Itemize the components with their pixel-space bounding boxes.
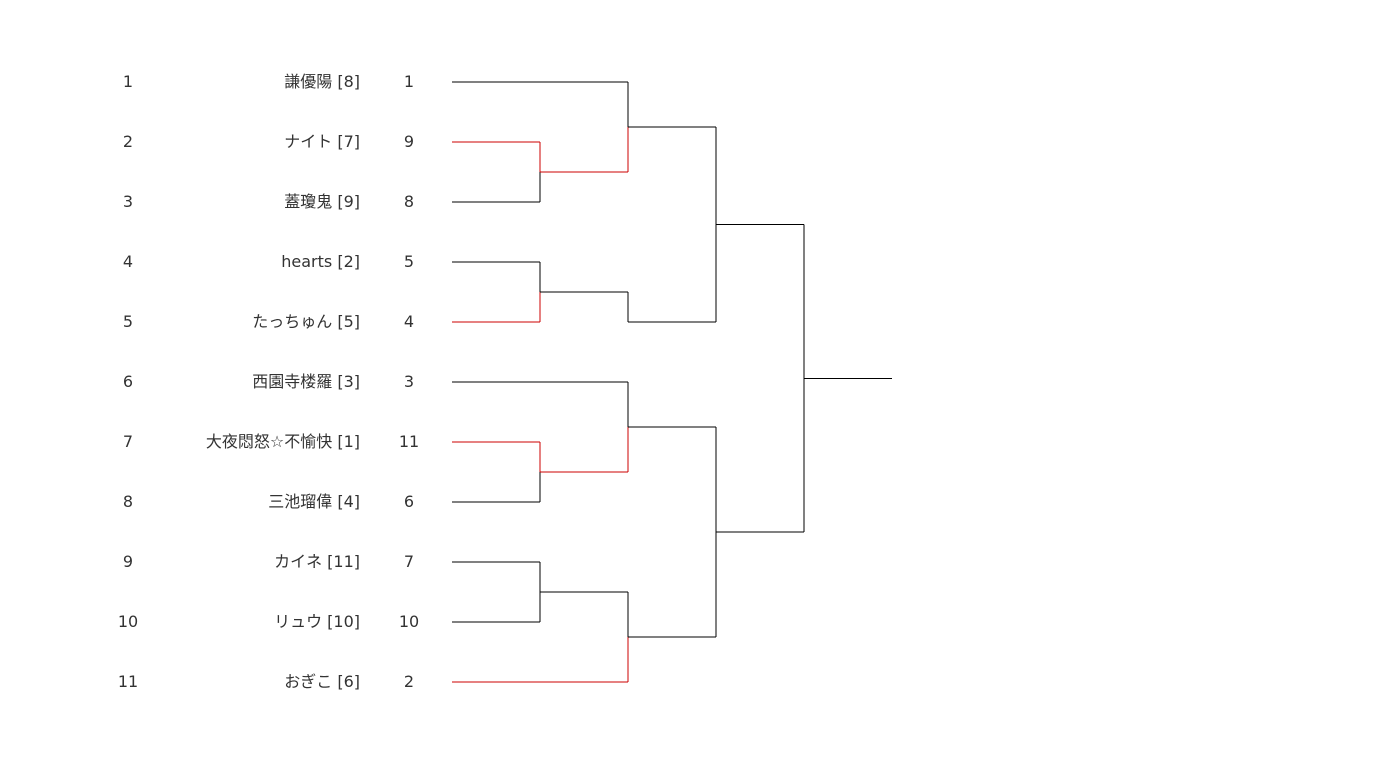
seed-number: 4 xyxy=(403,312,415,331)
entry-index: 2 xyxy=(122,132,134,151)
entry-index: 6 xyxy=(122,372,134,391)
seed-number: 6 xyxy=(403,492,415,511)
bracket-entry-row: 6 西園寺楼羅 [3] 3 xyxy=(0,367,1381,397)
bracket-entry-row: 9 カイネ [11] 7 xyxy=(0,547,1381,577)
player-name: ナイト [7] xyxy=(284,132,360,151)
seed-number: 9 xyxy=(403,132,415,151)
player-name: たっちゅん [5] xyxy=(252,312,360,331)
player-name: カイネ [11] xyxy=(274,552,360,571)
player-name: 蓋瓊鬼 [9] xyxy=(284,192,360,211)
seed-number: 3 xyxy=(403,372,415,391)
seed-number: 5 xyxy=(403,252,415,271)
seed-number: 7 xyxy=(403,552,415,571)
player-name: hearts [2] xyxy=(281,252,360,271)
player-name: 謙優陽 [8] xyxy=(284,72,360,91)
bracket-entry-row: 10 リュウ [10] 10 xyxy=(0,607,1381,637)
entry-index: 5 xyxy=(122,312,134,331)
bracket-entry-row: 4 hearts [2] 5 xyxy=(0,247,1381,277)
bracket-entry-row: 5 たっちゅん [5] 4 xyxy=(0,307,1381,337)
player-name: 西園寺楼羅 [3] xyxy=(252,372,360,391)
player-name: 大夜悶怒☆不愉快 [1] xyxy=(205,432,360,451)
seed-number: 11 xyxy=(398,432,420,451)
player-name: リュウ [10] xyxy=(274,612,360,631)
seed-number: 2 xyxy=(403,672,415,691)
seed-number: 1 xyxy=(403,72,415,91)
entry-index: 11 xyxy=(117,672,139,691)
player-name: おぎこ [6] xyxy=(284,672,360,691)
bracket-entry-row: 3 蓋瓊鬼 [9] 8 xyxy=(0,187,1381,217)
seed-number: 8 xyxy=(403,192,415,211)
bracket-entry-row: 1 謙優陽 [8] 1 xyxy=(0,67,1381,97)
entry-index: 1 xyxy=(122,72,134,91)
entry-index: 3 xyxy=(122,192,134,211)
bracket-entry-row: 2 ナイト [7] 9 xyxy=(0,127,1381,157)
entry-index: 4 xyxy=(122,252,134,271)
entry-index: 8 xyxy=(122,492,134,511)
bracket-entry-row: 11 おぎこ [6] 2 xyxy=(0,667,1381,697)
seed-number: 10 xyxy=(398,612,420,631)
entry-index: 10 xyxy=(117,612,139,631)
bracket-entry-row: 8 三池瑠偉 [4] 6 xyxy=(0,487,1381,517)
entry-index: 9 xyxy=(122,552,134,571)
bracket-entry-row: 7 大夜悶怒☆不愉快 [1] 11 xyxy=(0,427,1381,457)
entry-index: 7 xyxy=(122,432,134,451)
player-name: 三池瑠偉 [4] xyxy=(268,492,360,511)
